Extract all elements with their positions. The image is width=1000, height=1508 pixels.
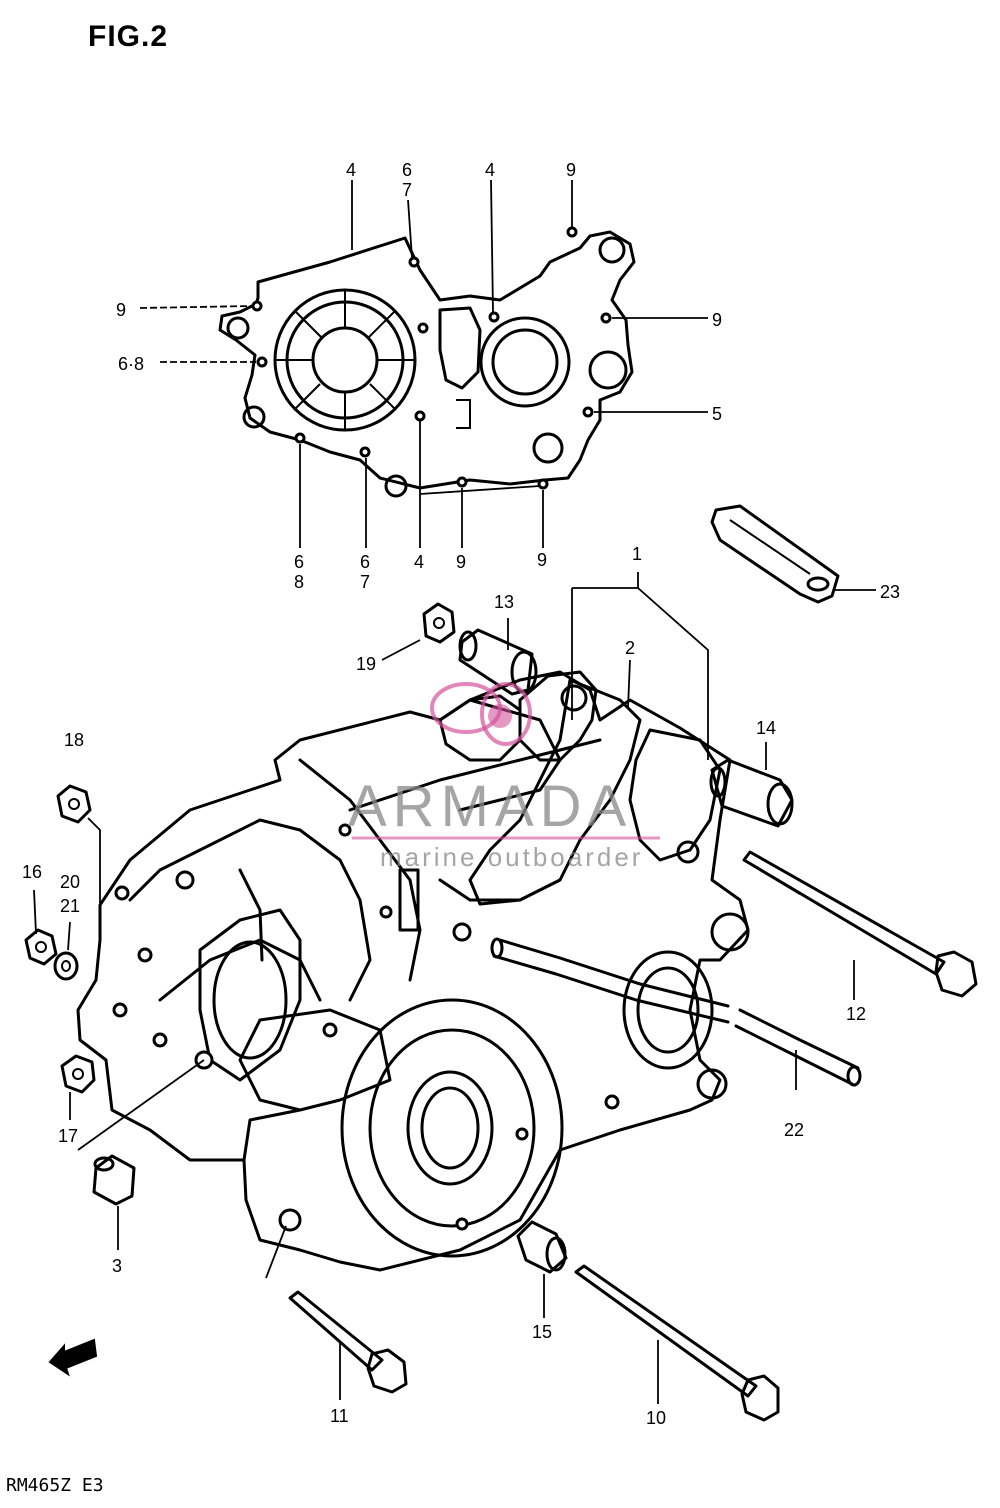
callout-22: 22: [784, 1120, 804, 1140]
callout-21: 21: [60, 896, 80, 916]
callout-4: 4: [414, 552, 424, 572]
small-fasteners: [24, 784, 96, 1094]
bracket-23: [710, 504, 840, 604]
callout-9: 9: [456, 552, 466, 572]
nut-19: [422, 602, 456, 644]
lower-leaders: [33, 572, 876, 1404]
callout-23: 23: [880, 582, 900, 602]
front-arrow-icon: [48, 1338, 98, 1377]
callout-5: 5: [712, 404, 722, 424]
bolt-12: [742, 850, 978, 998]
callout-19: 19: [356, 654, 376, 674]
callout-9: 9: [116, 300, 126, 320]
model-code: RM465Z E3: [6, 1475, 104, 1496]
callout-4: 4: [346, 160, 356, 180]
callout-16: 16: [22, 862, 42, 882]
breather-hose: [490, 937, 862, 1087]
callout-1: 1: [632, 544, 642, 564]
callout-9: 9: [566, 160, 576, 180]
crankcase-assembly: [76, 670, 750, 1272]
callout-14: 14: [756, 718, 776, 738]
callout-3: 3: [112, 1256, 122, 1276]
callout-6-8: 6·8: [118, 354, 144, 374]
dowel-15: [516, 1220, 568, 1274]
callout-9: 9: [537, 550, 547, 570]
dowel-3: [92, 1154, 136, 1206]
callout-15: 15: [532, 1322, 552, 1342]
watermark: ARMADA marine outboarder: [348, 682, 660, 872]
callout-4: 4: [485, 160, 495, 180]
callout-11: 11: [330, 1406, 349, 1426]
callout-10: 10: [646, 1408, 666, 1428]
callout-20: 20: [60, 872, 80, 892]
callout-12: 12: [846, 1004, 866, 1024]
crankcase-left-half: [218, 226, 636, 498]
callout-18: 18: [64, 730, 84, 750]
figure-title: FIG.2: [88, 20, 169, 53]
watermark-tagline: marine outboarder: [380, 842, 643, 872]
collar-14: [709, 758, 794, 828]
watermark-brand: ARMADA: [348, 774, 632, 839]
bolt-10: [574, 1264, 780, 1422]
bolt-11: [288, 1290, 408, 1394]
callout-17: 17: [58, 1126, 78, 1146]
callout-9: 9: [712, 310, 722, 330]
callout-13: 13: [494, 592, 514, 612]
callout-2: 2: [625, 638, 635, 658]
upper-leaders: [139, 179, 708, 548]
